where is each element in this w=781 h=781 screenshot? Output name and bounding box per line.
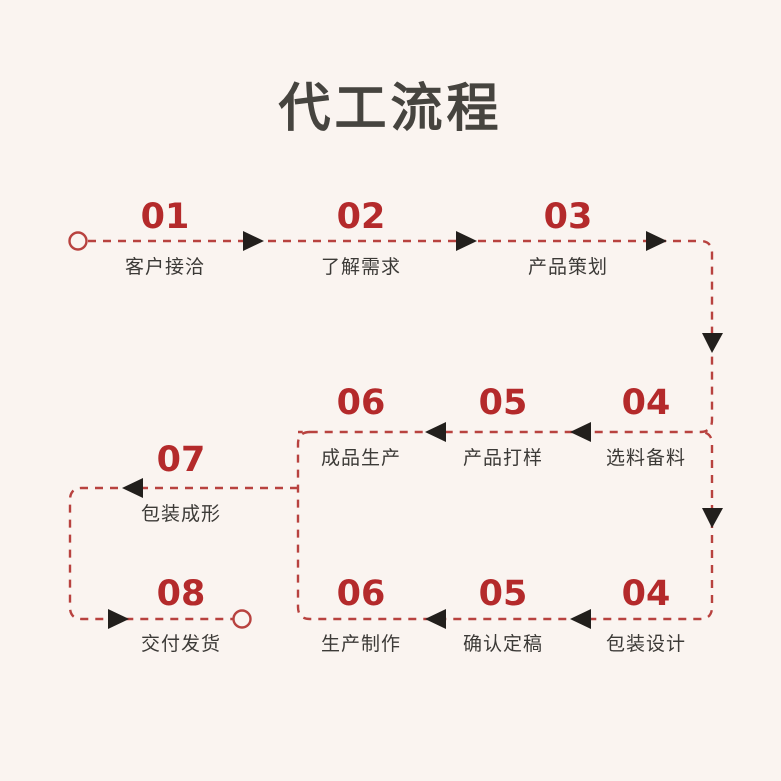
step-label: 了解需求 <box>320 257 401 278</box>
step-label: 生产制作 <box>320 634 401 655</box>
step-05-lower[interactable]: 05 <box>418 577 588 612</box>
arrow-right-icon-r1-a <box>243 231 264 251</box>
arrow-right-icon-r1-b <box>456 231 477 251</box>
step-03-label-wrap[interactable]: 产品策划 <box>483 258 653 277</box>
step-06-lower[interactable]: 06 <box>276 577 446 612</box>
arrow-left-icon-r3 <box>122 478 143 498</box>
step-07-label-wrap[interactable]: 包装成形 <box>96 505 266 524</box>
step-number: 03 <box>543 197 593 237</box>
step-number: 06 <box>336 574 386 614</box>
step-03[interactable]: 03 <box>483 200 653 235</box>
step-02-label-wrap[interactable]: 了解需求 <box>276 258 446 277</box>
step-number: 01 <box>140 197 190 237</box>
step-01[interactable]: 01 <box>80 200 250 235</box>
arrow-right-icon-r1-c <box>646 231 667 251</box>
step-number: 08 <box>156 574 206 614</box>
step-04-lower-label-wrap[interactable]: 包装设计 <box>561 635 731 654</box>
step-04-lower[interactable]: 04 <box>561 577 731 612</box>
connector-row1 <box>88 239 714 434</box>
step-label: 产品策划 <box>527 257 608 278</box>
arrow-down-icon-right-upper <box>702 333 723 353</box>
arrow-down-icon-right-lower <box>702 508 723 528</box>
step-06-lower-label-wrap[interactable]: 生产制作 <box>276 635 446 654</box>
step-02[interactable]: 02 <box>276 200 446 235</box>
connector-row2-to-row4 <box>296 430 714 621</box>
step-number: 05 <box>478 383 528 423</box>
step-04-upper[interactable]: 04 <box>561 386 731 421</box>
end-circle-icon <box>232 609 252 629</box>
step-label: 选料备料 <box>605 448 686 469</box>
page-title: 代工流程 <box>278 80 503 138</box>
step-05-lower-label-wrap[interactable]: 确认定稿 <box>418 635 588 654</box>
step-06-upper[interactable]: 06 <box>276 386 446 421</box>
step-number: 05 <box>478 574 528 614</box>
step-label: 产品打样 <box>462 448 543 469</box>
step-number: 04 <box>621 383 671 423</box>
step-08-label-wrap[interactable]: 交付发货 <box>96 635 266 654</box>
step-label: 包装设计 <box>605 634 686 655</box>
step-label: 包装成形 <box>140 504 221 525</box>
arrow-right-icon-r4-start <box>108 609 129 629</box>
step-01-label-wrap[interactable]: 客户接洽 <box>80 258 250 277</box>
step-number: 06 <box>336 383 386 423</box>
step-label: 客户接洽 <box>124 257 205 278</box>
step-06-upper-label-wrap[interactable]: 成品生产 <box>276 449 446 468</box>
step-08[interactable]: 08 <box>96 577 266 612</box>
step-number: 02 <box>336 197 386 237</box>
arrow-left-icon-r4-a <box>570 609 591 629</box>
step-number: 07 <box>156 440 206 480</box>
step-04-upper-label-wrap[interactable]: 选料备料 <box>561 449 731 468</box>
step-07[interactable]: 07 <box>96 443 266 478</box>
start-circle-icon <box>68 231 88 251</box>
connector-row3 <box>68 486 298 621</box>
step-label: 交付发货 <box>140 634 221 655</box>
step-05-upper[interactable]: 05 <box>418 386 588 421</box>
step-label: 确认定稿 <box>462 634 543 655</box>
step-05-upper-label-wrap[interactable]: 产品打样 <box>418 449 588 468</box>
arrow-left-icon-r2-b <box>425 422 446 442</box>
arrow-left-icon-r4-b <box>425 609 446 629</box>
arrow-left-icon-r2-a <box>570 422 591 442</box>
step-number: 04 <box>621 574 671 614</box>
step-label: 成品生产 <box>320 448 401 469</box>
